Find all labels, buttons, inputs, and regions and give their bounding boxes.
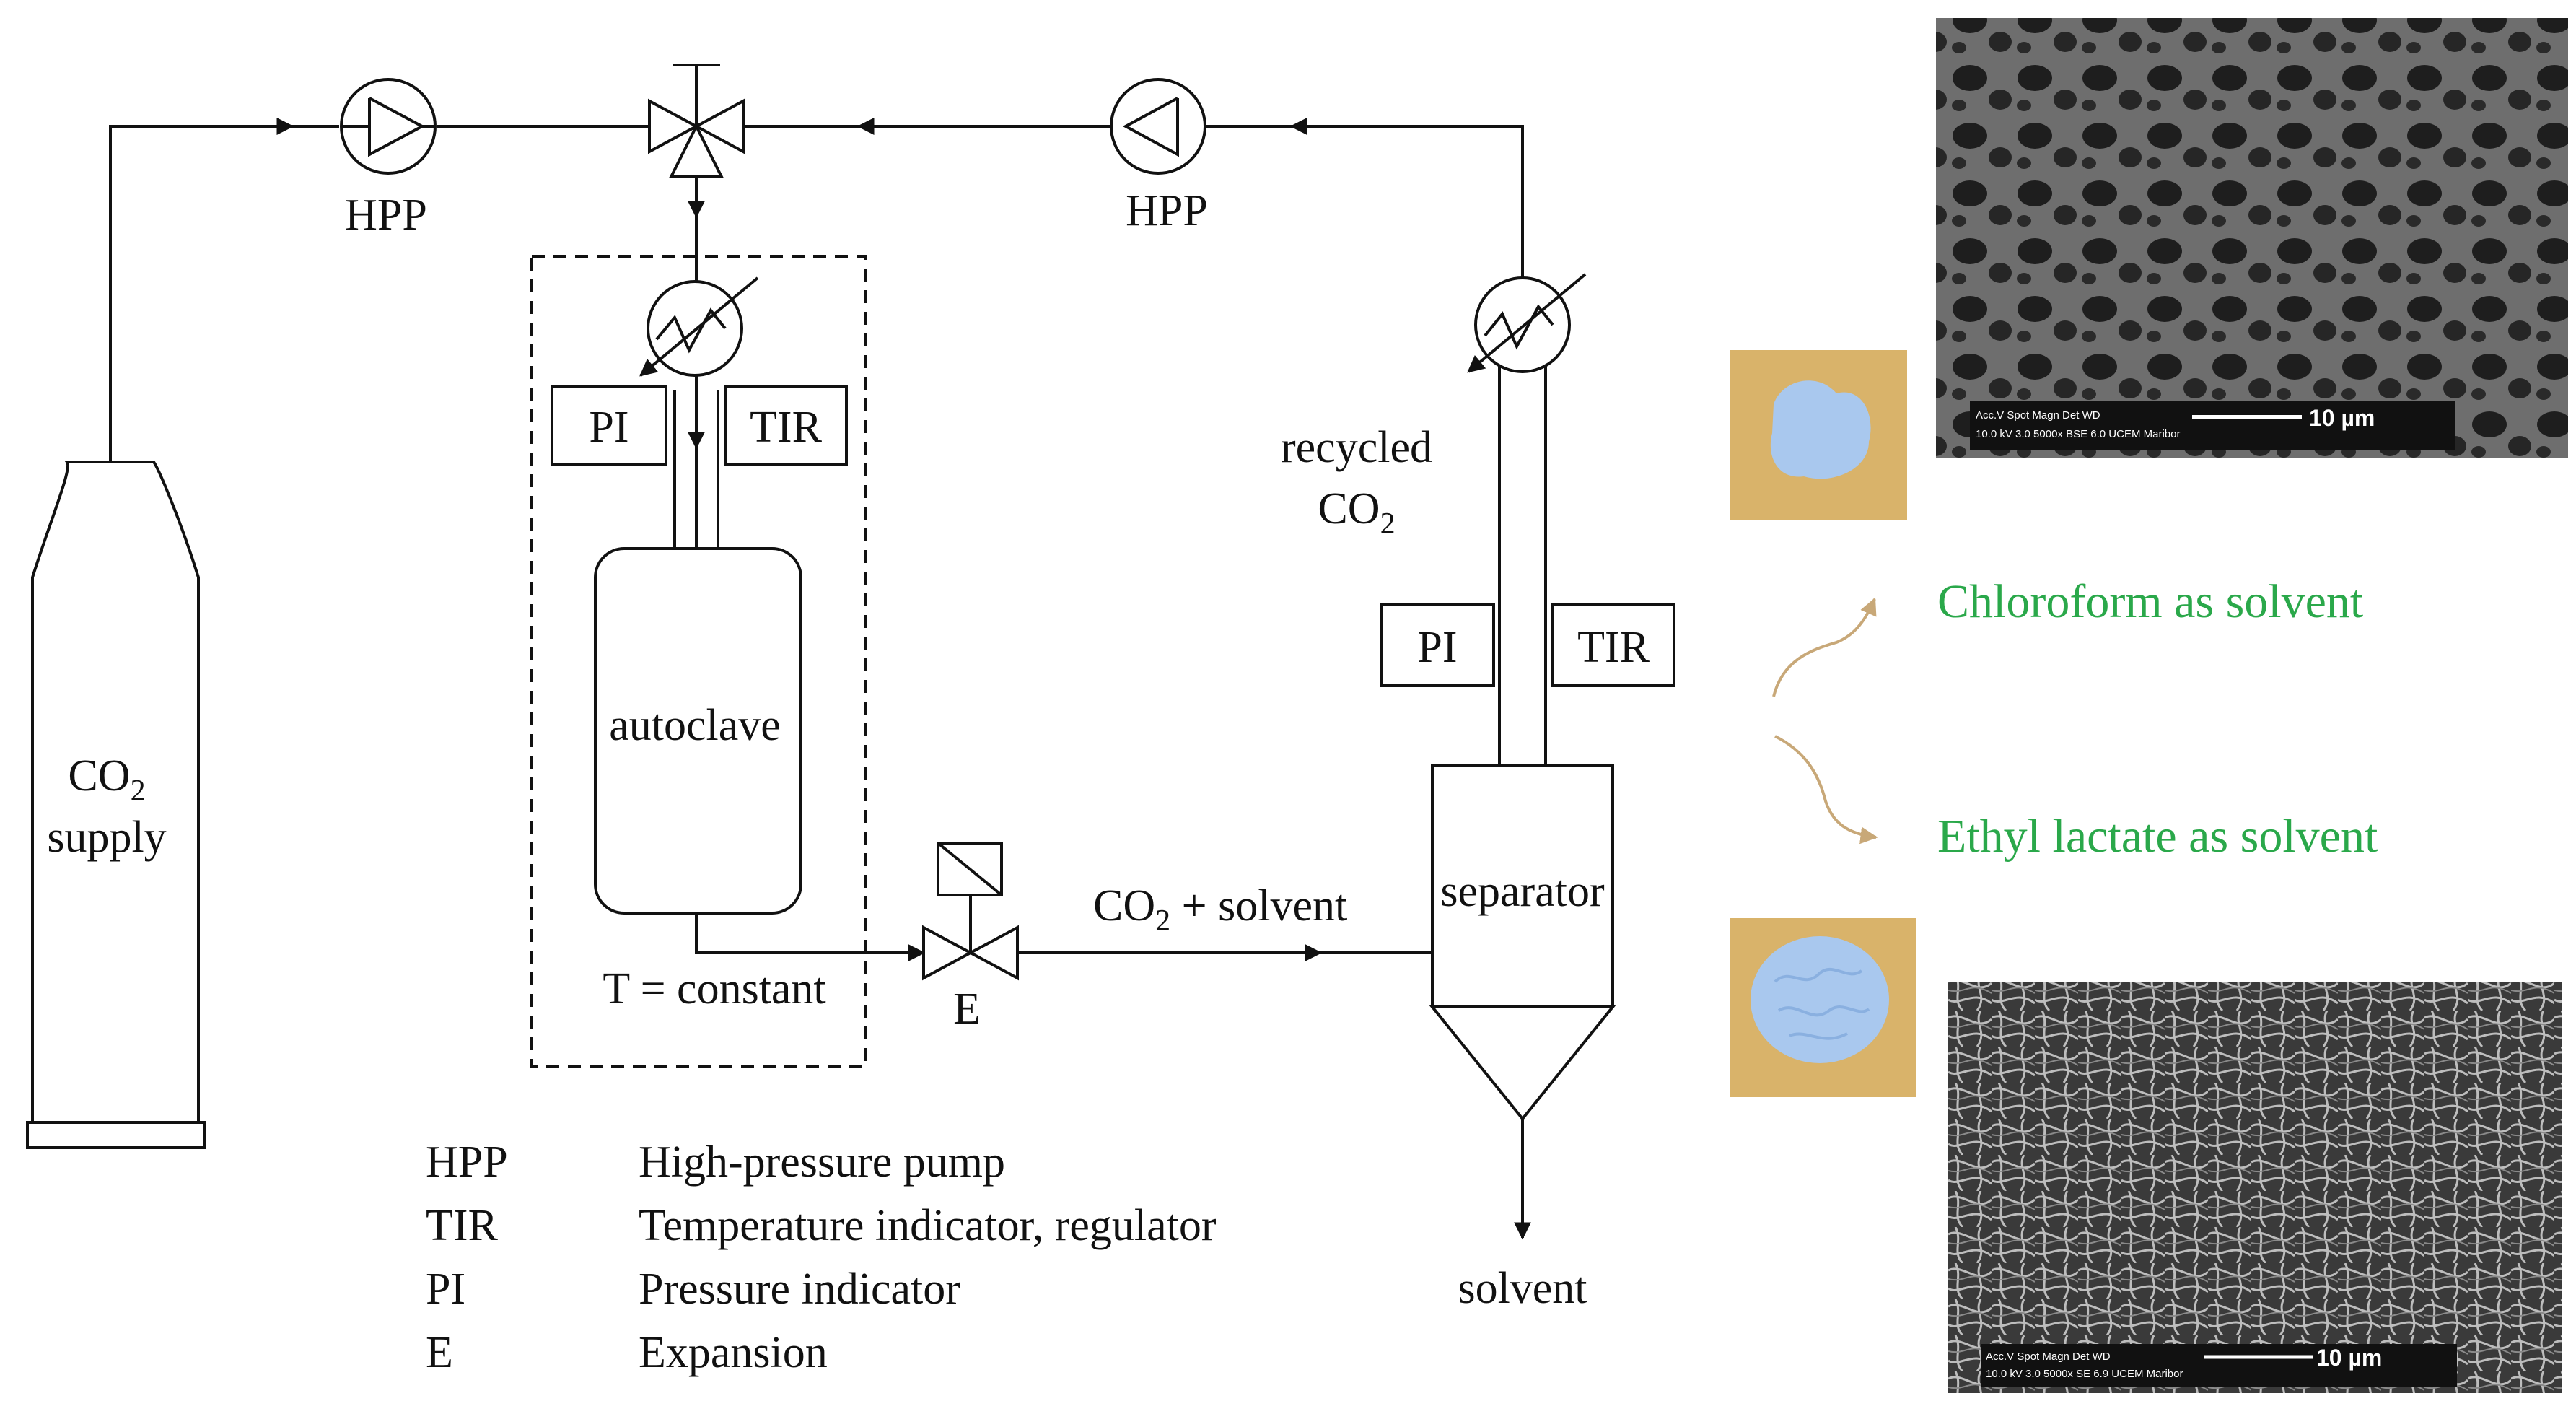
separator-label: separator — [1440, 867, 1605, 916]
expansion-valve-icon — [922, 842, 1019, 981]
pump-right-label: HPP — [1126, 186, 1208, 235]
svg-text:PI: PI — [1417, 623, 1457, 672]
co2-cylinder: CO2 supply — [26, 461, 206, 1149]
svg-text:10.0 kV 3.0 5000x BSE 6.0: 10.0 kV 3.0 5000x BSE 6.0 UCEM Maribor — [1976, 428, 2180, 440]
separator-outlet-label: solvent — [1458, 1264, 1587, 1313]
three-way-valve-icon — [648, 64, 745, 178]
svg-text:TIR: TIR — [750, 403, 823, 452]
recycled-label: recycled — [1281, 423, 1432, 472]
autoclave-tir-box: TIR — [724, 385, 848, 466]
expansion-label: E — [953, 985, 981, 1034]
pump-left-icon — [340, 78, 437, 175]
svg-text:Acc.V Spot Magn Det WD: Acc.V Spot Magn Det WD — [1976, 409, 2100, 422]
temperature-controlled-zone — [530, 255, 867, 1068]
piping — [109, 118, 1547, 1240]
legend-abbr-tir: TIR — [426, 1201, 499, 1250]
separator-vessel — [1429, 764, 1616, 1122]
autoclave-vessel — [594, 547, 802, 915]
legend-abbr-e: E — [426, 1328, 453, 1377]
arrow-to-ethyl-lactate-icon — [1774, 735, 1878, 845]
legend-abbr-hpp: HPP — [426, 1138, 508, 1187]
separator-pi-box: PI — [1380, 603, 1495, 687]
legend-desc-tir: Temperature indicator, regulator — [639, 1201, 1217, 1250]
svg-text:Acc.V Spot Magn Det WD: Acc.V Spot Magn Det WD — [1986, 1350, 2111, 1363]
chloroform-label: Chloroform as solvent — [1937, 575, 2363, 628]
heat-exchanger-recycle-icon — [1467, 273, 1587, 373]
cylinder-label-supply: supply — [47, 813, 166, 862]
legend-desc-hpp: High-pressure pump — [639, 1138, 1005, 1187]
cylinder-label: CO2 — [68, 751, 145, 808]
recycled-co2-label: CO2 — [1318, 484, 1395, 541]
sem-image-top: Acc.V Spot Magn Det WD 10.0 kV 3.0 5000x… — [1936, 18, 2568, 458]
ethyl-lactate-label: Ethyl lactate as solvent — [1937, 810, 2378, 863]
legend-desc-e: Expansion — [639, 1328, 828, 1377]
arrow-to-chloroform-icon — [1772, 597, 1877, 697]
separator-tir-box: TIR — [1551, 603, 1675, 687]
legend-abbr-pi: PI — [426, 1265, 465, 1314]
sample-photo-bottom — [1730, 918, 1916, 1097]
legend: HPP High-pressure pump TIR Temperature i… — [426, 1138, 1217, 1377]
autoclave-pi-box: PI — [551, 385, 667, 466]
heat-exchanger-autoclave-icon — [639, 276, 759, 377]
svg-text:10.0 kV 3.0 5000x SE 6.9: 10.0 kV 3.0 5000x SE 6.9 UCEM Maribor — [1986, 1368, 2183, 1380]
svg-text:10 µm: 10 µm — [2309, 405, 2375, 431]
autoclave-label: autoclave — [609, 701, 781, 750]
svg-text:10 µm: 10 µm — [2316, 1345, 2382, 1371]
autoclave-temp-label: T = constant — [603, 964, 825, 1013]
legend-desc-pi: Pressure indicator — [639, 1265, 960, 1314]
stream-label: CO2 + solvent — [1093, 881, 1347, 938]
pump-right-icon — [1110, 78, 1206, 175]
svg-text:PI: PI — [589, 403, 628, 452]
sample-photo-top — [1730, 350, 1907, 520]
pump-left-label: HPP — [345, 191, 427, 240]
svg-text:TIR: TIR — [1577, 623, 1650, 672]
sem-image-bottom: Acc.V Spot Magn Det WD 10.0 kV 3.0 5000x… — [1948, 982, 2562, 1393]
